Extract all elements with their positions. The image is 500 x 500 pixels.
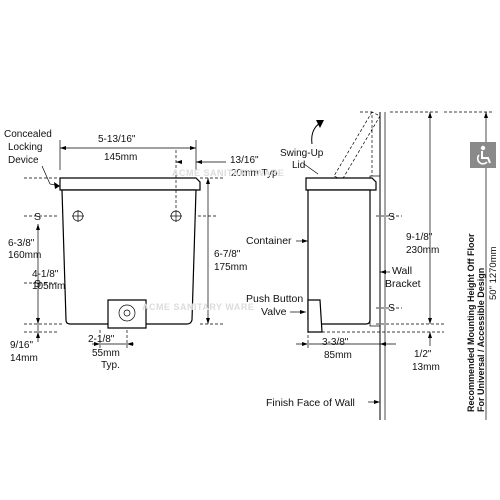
dim-bottom-in: 9/16" [10,340,33,351]
dim-total-height-in: 9-1/8" [406,232,433,243]
dim-valve-spacing-in: 2-1/8" [88,334,115,345]
label-lid: Lid [292,160,305,171]
dim-body-height-in: 6-7/8" [214,249,241,260]
dim-height-mid-in: 4-1/8" [32,269,59,280]
dim-valve-drop-mm: 13mm [412,362,440,373]
dim-valve-spacing-mm: 55mm [92,348,120,359]
label-swing-up: Swing-Up [280,148,324,159]
front-view: Concealed Locking Device 5-13/16" 145mm … [4,129,284,371]
front-container [61,189,197,325]
watermark-bottom: ACME SANITARY WARE [142,302,254,312]
mounting-text-2: For Universal / Accessible Design [476,268,486,412]
wheelchair-icon [470,142,496,168]
s-marker-side-upper: S [388,211,395,223]
side-lid [305,177,377,191]
dim-bottom-mm: 14mm [10,353,38,364]
label-container: Container [246,235,292,247]
dim-height-upper-in: 6-3/8" [8,238,35,249]
label-wall: Wall [392,265,412,277]
label-concealed-2: Locking [8,142,42,153]
label-finish-face: Finish Face of Wall [266,397,355,409]
mounting-value: 50" 1270mm [488,246,499,300]
front-lid [59,177,201,191]
side-valve [307,299,323,333]
label-concealed-1: Concealed [4,129,52,140]
dim-width-mm: 145mm [104,152,137,163]
label-push-button: Push Button [246,293,303,305]
watermark-top: ACME SANITARY WARE [172,168,284,178]
s-marker-upper: S [34,211,41,223]
wall-bracket [369,175,381,327]
s-marker-lower: S [34,278,41,290]
label-valve: Valve [261,306,287,318]
dim-height-upper-mm: 160mm [8,250,41,261]
side-view: Swing-Up Lid Container Wall Bracket Push… [246,111,444,420]
dim-total-height-mm: 230mm [406,245,439,256]
dim-height-mid-mm: 105mm [32,281,65,292]
front-valve [107,299,147,329]
dim-body-height-mm: 175mm [214,262,247,273]
label-bracket: Bracket [385,278,421,290]
lid-open-ghost [333,111,381,181]
dim-width-in: 5-13/16" [98,134,136,145]
dim-lid-offset-in: 13/16" [230,155,259,166]
mounting-text-1: Recommended Mounting Height Off Floor [466,233,476,412]
dim-valve-drop-in: 1/2" [414,349,432,360]
dim-valve-spacing-typ: Typ. [101,360,120,371]
dim-depth-mm: 85mm [324,350,352,361]
label-concealed-3: Device [8,155,39,166]
dim-lid-offset-mm: 20mm Typ. [231,168,280,179]
dim-depth-in: 3-3/8" [322,337,349,348]
